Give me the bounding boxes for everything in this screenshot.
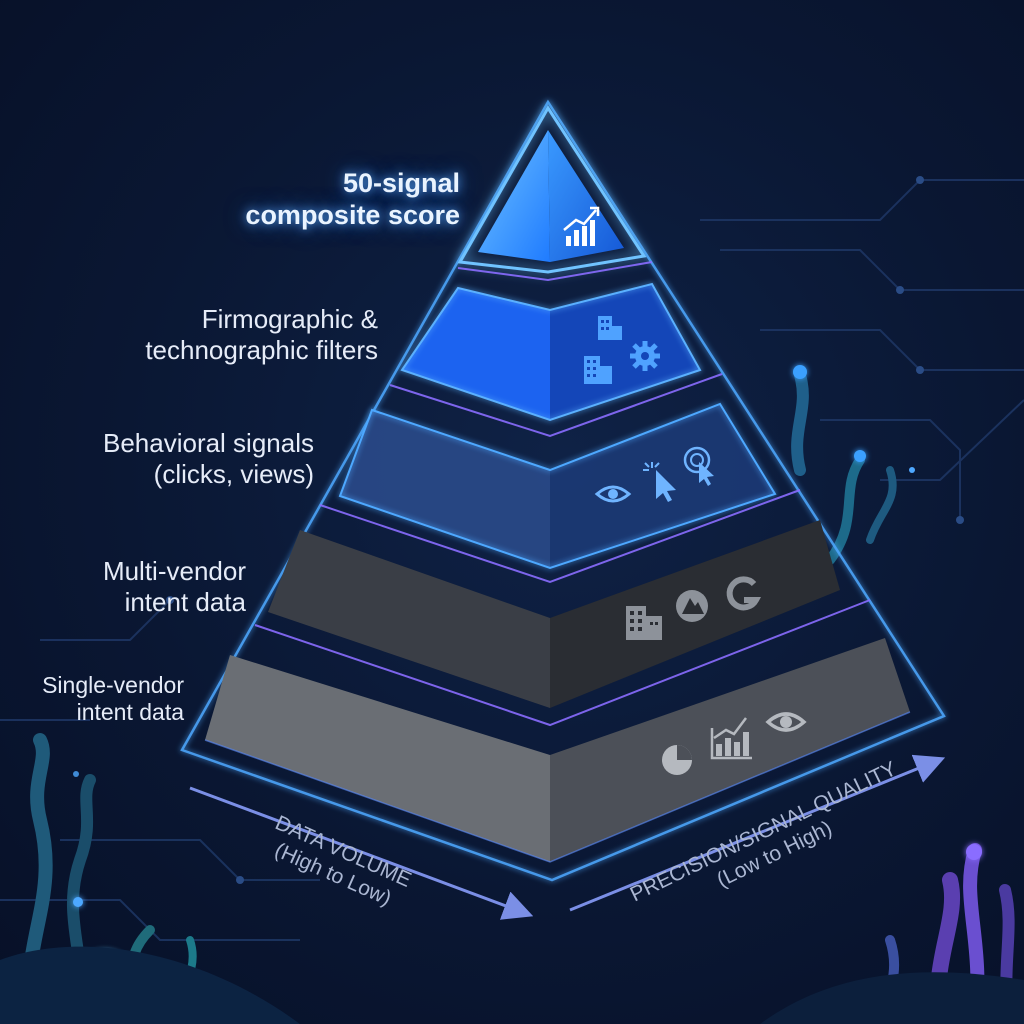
tier-label-line: Multi-vendor	[102, 556, 246, 586]
tier-label-line: intent data	[76, 699, 184, 726]
eye-icon	[765, 712, 807, 732]
tier-label-apex: 50-signal composite score	[160, 168, 460, 232]
tier-label-firmographic: Firmographic & technographic filters	[60, 304, 378, 365]
tier-label-line: intent data	[124, 586, 246, 617]
tier-firmographic	[389, 282, 723, 438]
chart-up-icon	[563, 206, 600, 246]
tier-label-line: Firmographic &	[201, 304, 378, 334]
tier-label-line: 50-signal	[342, 168, 460, 198]
pie-chart-icon	[662, 745, 692, 775]
tier-label-line: composite score	[245, 199, 460, 230]
mountain-logo-icon	[676, 590, 708, 622]
tier-label-line: technographic filters	[145, 334, 378, 365]
eye-icon	[594, 485, 632, 503]
glow-dot	[966, 844, 982, 860]
glow-dot	[793, 365, 807, 379]
gear-icon	[630, 341, 660, 371]
precision-arrow	[569, 754, 946, 912]
seabed-left	[0, 946, 300, 1024]
glow-dot	[854, 450, 866, 462]
glow-dot	[73, 897, 83, 907]
circuit-dots	[166, 176, 964, 884]
glow-dot	[909, 467, 915, 473]
cursor-click-icon	[643, 462, 676, 502]
glow-dot	[73, 771, 79, 777]
tier-label-multi-vendor: Multi-vendor intent data	[20, 556, 246, 617]
building-icon	[584, 356, 612, 384]
tier-label-single-vendor: Single-vendor intent data	[10, 672, 184, 726]
tier-label-behavioral: Behavioral signals (clicks, views)	[30, 428, 314, 489]
seabed-right	[760, 972, 1024, 1024]
bar-chart-icon	[710, 717, 752, 760]
building-icon	[598, 316, 622, 340]
tier-label-line: Single-vendor	[42, 672, 184, 698]
tier-apex	[457, 105, 653, 282]
building-icon	[626, 606, 662, 640]
tier-label-line: (clicks, views)	[153, 458, 314, 489]
tier-label-line: Behavioral signals	[102, 428, 314, 458]
google-g-icon	[726, 576, 762, 611]
cursor-target-icon	[683, 446, 714, 486]
data-volume-arrow	[189, 786, 534, 920]
circuit-lines	[0, 179, 1024, 941]
